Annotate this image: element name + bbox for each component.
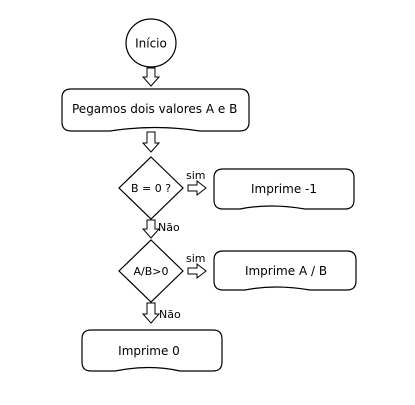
arrow-input-to-decision-1 (141, 131, 161, 153)
input-label: Pegamos dois valores A e B (72, 102, 237, 116)
arrow-decision-1-no (141, 219, 161, 239)
start-node: Início (125, 18, 177, 68)
output-1-label: Imprime -1 (251, 182, 317, 196)
output-1-node: Imprime -1 (213, 168, 355, 210)
output-3-node: Imprime 0 (81, 329, 223, 372)
start-label: Início (135, 37, 167, 51)
decision-1-yes-label: sim (186, 169, 206, 182)
decision-2-no-label: Não (159, 308, 181, 321)
input-node: Pegamos dois valores A e B (61, 88, 250, 132)
decision-1-node: B = 0 ? (118, 156, 184, 220)
arrow-decision-2-yes (187, 262, 207, 280)
decision-2-label: A/B>0 (134, 265, 169, 278)
output-2-label: Imprime A / B (245, 264, 327, 278)
arrow-decision-1-yes (187, 179, 207, 197)
decision-2-yes-label: sim (186, 252, 206, 265)
arrow-start-to-input (141, 67, 161, 87)
output-3-label: Imprime 0 (118, 344, 180, 358)
decision-1-no-label: Não (158, 221, 180, 234)
decision-2-node: A/B>0 (118, 239, 184, 303)
output-2-node: Imprime A / B (213, 250, 357, 291)
decision-1-label: B = 0 ? (131, 182, 171, 195)
arrow-decision-2-no (141, 302, 161, 324)
